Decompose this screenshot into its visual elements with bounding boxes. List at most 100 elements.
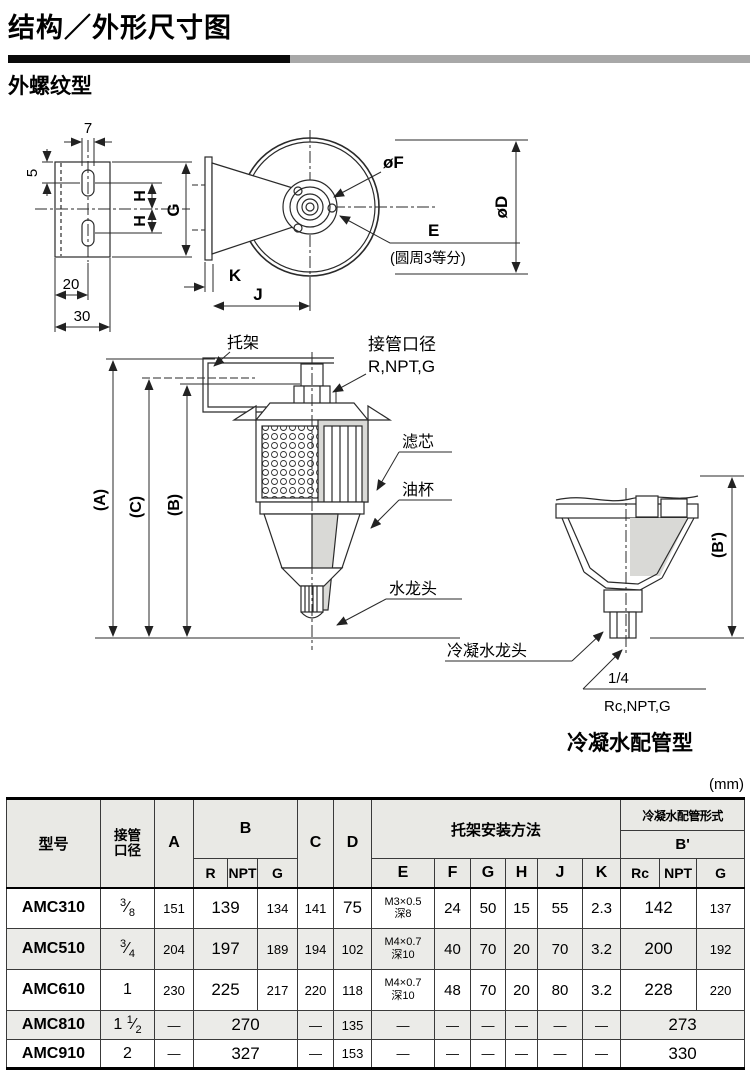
cell-b-rnpt: 197 [193, 928, 258, 970]
cell-a: — [154, 1010, 194, 1040]
dim-30-label: 30 [74, 308, 91, 325]
dim-7-label: 7 [84, 120, 92, 137]
cell-model: AMC610 [6, 969, 101, 1011]
cell-d: 135 [333, 1010, 372, 1040]
cell-port: 3⁄4 [100, 928, 155, 970]
dim-h2-label: H [132, 215, 149, 227]
header-row-3: R NPT G E F G H J K Rc NPT G [6, 858, 746, 888]
drain-threads-label: Rc,NPT,G [604, 698, 671, 715]
cell-f: 40 [434, 928, 471, 970]
cell-c: 141 [297, 887, 334, 929]
dim-e-note: (圆周3等分) [390, 249, 466, 267]
unit-label: (mm) [709, 776, 744, 793]
dimension-table: 型号 接管 口径 A B C D 托架安装方法 冷凝水配管形式 B' R NPT… [6, 797, 746, 1070]
cell-bp-rcnpt: 228 [620, 969, 698, 1011]
cell-b-rnpt: 139 [193, 887, 258, 929]
element-label: 滤芯 [402, 433, 434, 451]
cell-g: — [470, 1039, 506, 1069]
col-header-h: H [505, 858, 538, 888]
col-header-bp: B' [620, 830, 746, 859]
header-row-2: B' [7, 830, 746, 859]
cell-d: 153 [333, 1039, 372, 1069]
dimension-diagram: 7 5 H H G 20 30 [24, 120, 744, 793]
cell-bp-g: 220 [696, 969, 746, 1011]
cell-a: — [154, 1039, 194, 1069]
cell-j: 70 [537, 928, 583, 970]
dim-bp-label: (B') [710, 532, 727, 558]
dim-h1-label: H [132, 190, 149, 202]
cell-model: AMC810 [6, 1010, 101, 1040]
cell-d: 102 [333, 928, 372, 970]
dim-of-label: øF [383, 153, 404, 172]
dim-od-label: øD [492, 196, 511, 219]
cell-e: — [371, 1039, 435, 1069]
cell-e: M4×0.7 深10 [371, 928, 435, 970]
cell-f: 48 [434, 969, 471, 1011]
cell-b-g: 217 [257, 969, 298, 1011]
cell-b-rnpt: 225 [193, 969, 258, 1011]
drain-piping-view [445, 475, 744, 690]
dim-e-label: E [428, 221, 439, 240]
cell-a: 151 [154, 887, 194, 929]
col-header-model: 型号 [6, 798, 101, 888]
cell-bp-g: 192 [696, 928, 746, 970]
cell-e: — [371, 1010, 435, 1040]
cell-f: — [434, 1039, 471, 1069]
cell-c: — [297, 1039, 334, 1069]
title-underline-gray [290, 55, 750, 63]
cell-bp-rcnpt: 142 [620, 887, 698, 929]
cell-g: 70 [470, 969, 506, 1011]
dim-b-label: (B) [166, 494, 183, 516]
table-row-amc310: AMC310 3⁄8 151 139 134 141 75 M3×0.5 深8 … [6, 887, 746, 929]
port-threads-label: R,NPT,G [368, 357, 435, 376]
cell-j: — [537, 1010, 583, 1040]
col-header-a: A [154, 798, 194, 888]
cell-h: 20 [505, 928, 538, 970]
cell-a: 204 [154, 928, 194, 970]
cell-f: 24 [434, 887, 471, 929]
cell-d: 75 [333, 887, 372, 929]
col-header-cond-group: 冷凝水配管形式 [620, 798, 746, 831]
col-header-k: K [581, 858, 622, 888]
col-header-bracket-group: 托架安装方法 [370, 798, 622, 859]
col-header-d: D [333, 798, 372, 888]
cell-model: AMC510 [6, 928, 101, 970]
cell-h: — [505, 1010, 538, 1040]
cell-j: 80 [537, 969, 583, 1011]
cell-port: 3⁄8 [100, 887, 155, 929]
cell-g: 70 [470, 928, 506, 970]
col-header-port: 接管 口径 [100, 798, 155, 888]
cell-h: — [505, 1039, 538, 1069]
cell-g: — [470, 1010, 506, 1040]
cell-k: 3.2 [581, 928, 622, 970]
cell-bp-g: 137 [696, 887, 746, 929]
cell-h: 20 [505, 969, 538, 1011]
dim-5-label: 5 [24, 169, 41, 177]
cell-bp-all: 273 [620, 1010, 746, 1040]
table-row-amc610: AMC610 1 230 225 217 220 118 M4×0.7 深10 … [6, 969, 746, 1011]
cell-d: 118 [333, 969, 372, 1011]
cell-k: — [581, 1039, 622, 1069]
col-header-npt: NPT [227, 858, 258, 888]
col-header-c: C [297, 798, 334, 888]
dim-c-label: (C) [128, 496, 145, 518]
cell-f: — [434, 1010, 471, 1040]
cell-b-all: 327 [193, 1039, 298, 1069]
title-underline-black [8, 55, 290, 63]
table-row-amc810: AMC810 1 1⁄2 — 270 — 135 — — — — — — 273 [6, 1010, 746, 1040]
cell-c: 220 [297, 969, 334, 1011]
drain-size-label: 1/4 [608, 670, 629, 687]
col-header-g2: G [470, 858, 506, 888]
col-header-npt2: NPT [659, 858, 698, 888]
title-underline [8, 55, 750, 63]
col-header-g: G [257, 858, 298, 888]
dim-20-label: 20 [63, 276, 80, 293]
dim-a-label: (A) [92, 489, 109, 511]
header-row-1: 型号 接管 口径 A B C D 托架安装方法 冷凝水配管形式 [6, 798, 746, 888]
cell-e: M3×0.5 深8 [371, 887, 435, 929]
bowl-label: 油杯 [402, 481, 434, 499]
col-header-e: E [371, 858, 435, 888]
cell-model: AMC310 [6, 887, 101, 929]
diffuser-side-view [184, 130, 528, 311]
